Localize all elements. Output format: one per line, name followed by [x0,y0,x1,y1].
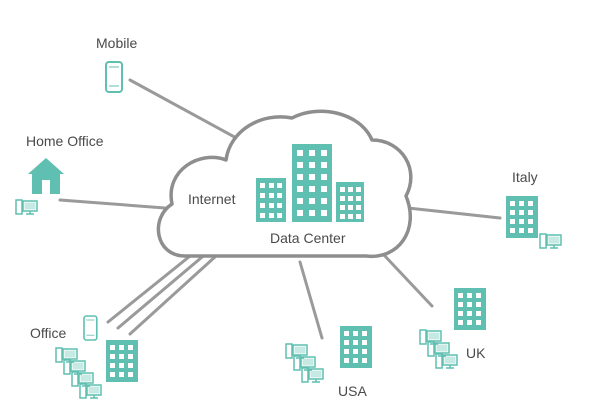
link-italy [406,206,502,220]
home-office-label: Home Office [26,133,104,149]
building-icon [454,288,486,330]
link-mobile [128,78,242,142]
italy-label: Italy [512,169,538,185]
link-usa [298,260,324,340]
office-label: Office [30,325,67,341]
datacenter-icon [256,144,364,222]
building-icon [340,326,372,368]
phone-icon [105,61,123,93]
link-office-2 [116,250,210,330]
phone-icon [83,315,98,341]
link-office-3 [128,254,218,336]
computer-icon [15,199,38,215]
building-icon [506,196,538,238]
link-uk [381,252,434,308]
usa-label: USA [338,383,367,399]
uk-label: UK [466,345,486,361]
link-home-office [58,198,167,210]
connection-lines [58,78,502,340]
internet-label: Internet [188,191,236,207]
building-icon [106,340,138,382]
mobile-label: Mobile [96,35,137,51]
computer-icon [539,233,562,249]
datacenter-label: Data Center [270,230,346,246]
link-office-1 [106,246,202,324]
house-icon [28,158,64,194]
